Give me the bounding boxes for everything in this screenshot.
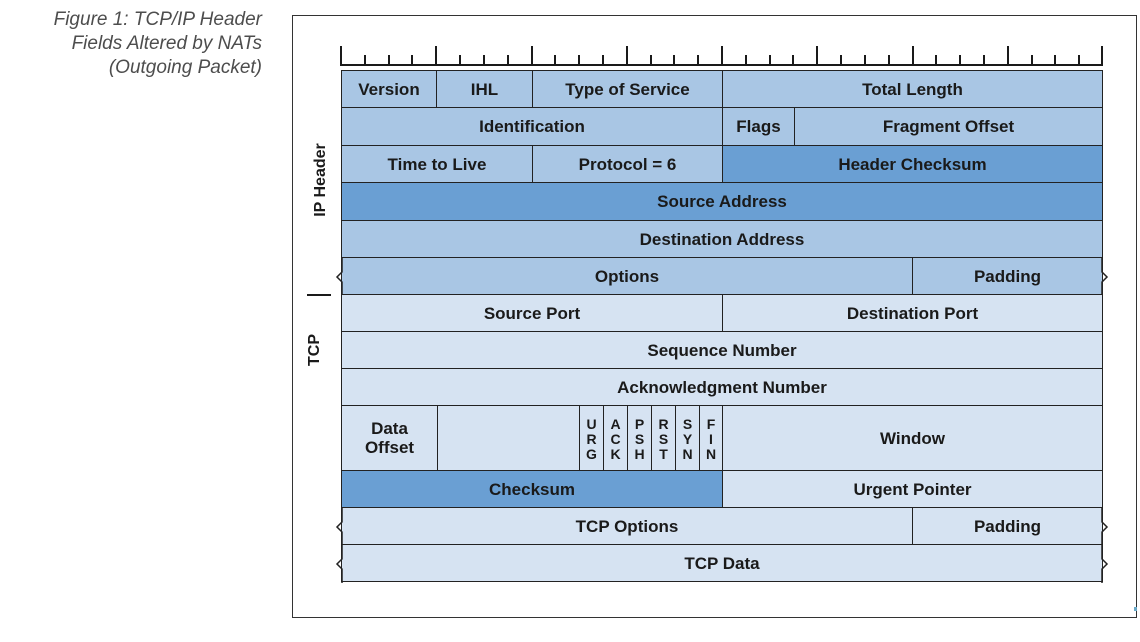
field-type-of-service: Type of Service bbox=[532, 70, 723, 108]
bit-ruler bbox=[340, 44, 1103, 66]
field-identification: Identification bbox=[341, 107, 723, 146]
field-header-checksum: Header Checksum bbox=[722, 145, 1103, 183]
field-tcp-options: TCP Options bbox=[341, 507, 913, 545]
ruler-tick bbox=[626, 46, 628, 66]
figure-caption: Figure 1: TCP/IP Header Fields Altered b… bbox=[54, 8, 262, 80]
ruler-tick bbox=[388, 55, 390, 66]
field-protocol: Protocol = 6 bbox=[532, 145, 723, 183]
caption-line-3: (Outgoing Packet) bbox=[108, 57, 262, 78]
field-source-port: Source Port bbox=[341, 294, 723, 332]
break-mark-right-tcp bbox=[1099, 507, 1109, 583]
ruler-tick bbox=[554, 55, 556, 66]
header-grid: Version IHL Type of Service Total Length… bbox=[341, 70, 1103, 582]
ruler-tick bbox=[888, 55, 890, 66]
break-mark-left-options bbox=[335, 257, 345, 295]
field-acknowledgment-number: Acknowledgment Number bbox=[341, 368, 1103, 406]
ruler-tick bbox=[745, 55, 747, 66]
field-padding: Padding bbox=[912, 257, 1103, 295]
data-offset-line-1: Data bbox=[371, 419, 408, 438]
field-reserved bbox=[437, 405, 580, 471]
ruler-tick bbox=[531, 46, 533, 66]
ruler-tick bbox=[840, 55, 842, 66]
field-ihl: IHL bbox=[436, 70, 533, 108]
ruler-tick bbox=[340, 46, 342, 66]
field-sequence-number: Sequence Number bbox=[341, 331, 1103, 369]
ruler-tick bbox=[364, 55, 366, 66]
ruler-tick bbox=[864, 55, 866, 66]
ruler-tick bbox=[673, 55, 675, 66]
ruler-tick bbox=[959, 55, 961, 66]
field-data-offset: Data Offset bbox=[341, 405, 438, 471]
field-tcp-padding: Padding bbox=[912, 507, 1103, 545]
field-fragment-offset: Fragment Offset bbox=[794, 107, 1103, 146]
field-flags: Flags bbox=[722, 107, 795, 146]
stray-mark bbox=[1134, 607, 1137, 611]
ip-header-label: IP Header bbox=[312, 143, 329, 217]
ruler-tick bbox=[769, 55, 771, 66]
field-destination-port: Destination Port bbox=[722, 294, 1103, 332]
field-window: Window bbox=[722, 405, 1103, 471]
ruler-tick bbox=[1007, 46, 1009, 66]
field-checksum: Checksum bbox=[341, 470, 723, 508]
tcp-label: TCP bbox=[306, 334, 323, 366]
ruler-tick bbox=[816, 46, 818, 66]
field-total-length: Total Length bbox=[722, 70, 1103, 108]
ruler-tick bbox=[1031, 55, 1033, 66]
field-destination-address: Destination Address bbox=[341, 220, 1103, 258]
break-mark-right-options bbox=[1099, 257, 1109, 295]
ruler-tick bbox=[507, 55, 509, 66]
ruler-tick bbox=[935, 55, 937, 66]
caption-line-2: Fields Altered by NATs bbox=[71, 33, 262, 54]
ruler-tick bbox=[459, 55, 461, 66]
caption-line-1: Figure 1: TCP/IP Header bbox=[53, 9, 262, 30]
ruler-tick bbox=[1078, 55, 1080, 66]
ruler-tick bbox=[483, 55, 485, 66]
ruler-tick bbox=[697, 55, 699, 66]
ruler-tick bbox=[1101, 46, 1103, 66]
ruler-tick bbox=[983, 55, 985, 66]
ruler-tick bbox=[912, 46, 914, 66]
field-tcp-data: TCP Data bbox=[341, 544, 1103, 582]
ruler-tick bbox=[435, 46, 437, 66]
ruler-tick bbox=[792, 55, 794, 66]
section-divider bbox=[307, 294, 331, 296]
ruler-tick bbox=[411, 55, 413, 66]
ruler-tick bbox=[578, 55, 580, 66]
data-offset-line-2: Offset bbox=[364, 438, 415, 457]
field-version: Version bbox=[341, 70, 437, 108]
field-time-to-live: Time to Live bbox=[341, 145, 533, 183]
ruler-tick bbox=[602, 55, 604, 66]
ruler-tick bbox=[1054, 55, 1056, 66]
ruler-tick bbox=[650, 55, 652, 66]
ruler-tick bbox=[721, 46, 723, 66]
field-source-address: Source Address bbox=[341, 182, 1103, 221]
diagram-frame bbox=[292, 15, 1137, 618]
field-urgent-pointer: Urgent Pointer bbox=[722, 470, 1103, 508]
break-mark-left-tcp bbox=[335, 507, 345, 583]
field-options: Options bbox=[341, 257, 913, 295]
